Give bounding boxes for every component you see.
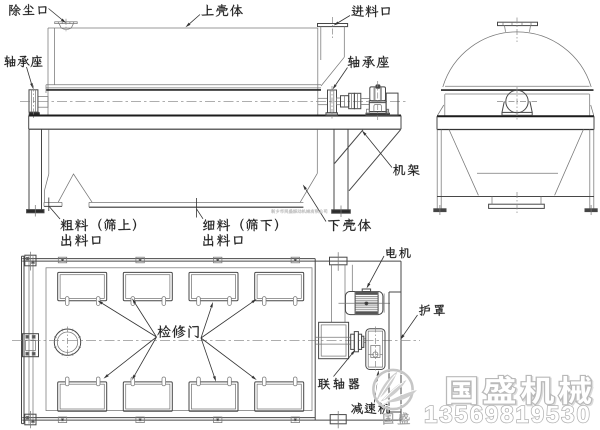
svg-text:13569819530: 13569819530 <box>424 402 592 429</box>
